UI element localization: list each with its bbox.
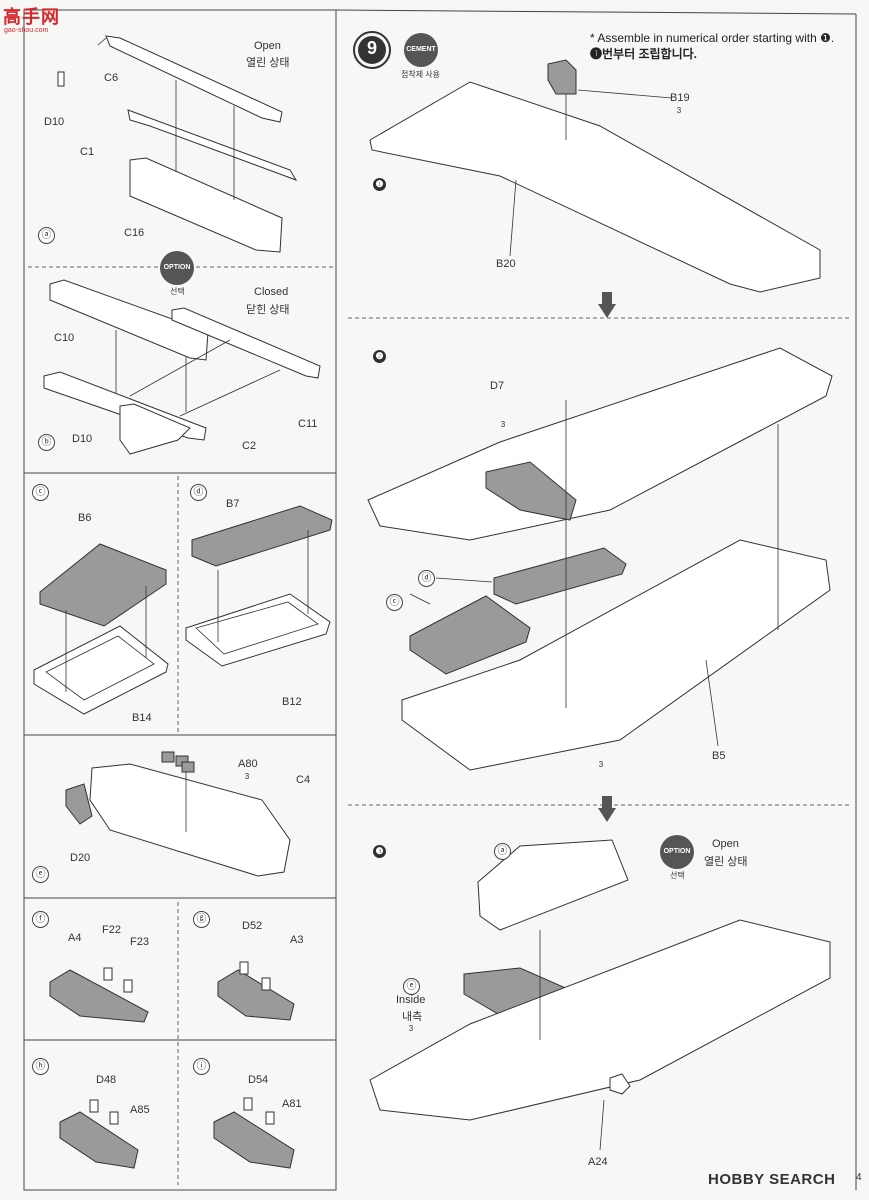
marker-d: ⓓ [418,570,435,587]
substep-3: ❸ [373,845,386,858]
part-label: D54 [248,1074,269,1086]
marker-c: ⓒ [32,484,49,501]
hobbysearch-watermark: HOBBY SEARCH [708,1171,836,1188]
marker-e: ⓔ [403,978,420,995]
triangle-marker: 3 [500,420,506,429]
option-badge: OPTION [160,251,194,285]
assembly-note: * Assemble in numerical order starting w… [590,30,860,62]
part-label: A4 [68,932,82,944]
option-caption: 선택 [670,871,685,880]
page-number: 4 [856,1172,862,1183]
part-label: B12 [282,696,302,708]
triangle-marker: 3 [676,106,682,115]
part-label: C1 [80,146,95,158]
a-state-kr: 열린 상태 [246,57,290,69]
part-label: B5 [712,750,726,762]
part-label: D10 [44,116,65,128]
part-label: B6 [78,512,92,524]
a-state-en: Open [254,40,281,52]
part-label: D20 [70,852,91,864]
part-label: A80 [238,758,258,770]
step-number: 9 [366,38,377,58]
part-label: B14 [132,712,152,724]
cement-caption: 접착제 사용 [401,70,441,79]
part-label: D7 [490,380,505,392]
triangle-marker: 3 [244,772,250,781]
part-label: B20 [496,258,516,270]
substep-2: ❷ [373,350,386,363]
marker-a: ⓐ [494,843,511,860]
s3-state-kr: 열린 상태 [704,856,748,868]
part-label: A85 [130,1104,150,1116]
inside-kr: 내측 [402,1011,423,1023]
marker-f: ⓕ [32,911,49,928]
b-state-kr: 닫힌 상태 [246,304,290,316]
part-label: C4 [296,774,311,786]
triangle-marker: 3 [408,1024,414,1033]
marker-a: ⓐ [38,227,55,244]
part-label: D52 [242,920,263,932]
cement-badge: CEMENT [404,33,438,67]
s3-state-en: Open [712,838,739,850]
marker-g: ⓖ [193,911,210,928]
part-label: B7 [226,498,240,510]
option-caption: 선택 [170,287,185,296]
step-number-badge [353,31,391,69]
option-badge: OPTION [660,835,694,869]
part-label: A24 [588,1156,608,1168]
assembly-note-en: * Assemble in numerical order starting w… [590,31,835,45]
part-label: C10 [54,332,75,344]
part-label: D10 [72,433,93,445]
marker-d: ⓓ [190,484,207,501]
part-label: C11 [298,418,318,430]
inside-en: Inside [396,994,426,1006]
marker-b: ⓑ [38,434,55,451]
b-state-en: Closed [254,286,289,298]
part-label: D48 [96,1074,117,1086]
marker-h: ⓗ [32,1058,49,1075]
part-label: C2 [242,440,257,452]
part-label: A3 [290,934,304,946]
part-label: C6 [104,72,119,84]
assembly-note-kr: ❶번부터 조립합니다. [590,47,697,61]
part-label: A81 [282,1098,302,1110]
part-label: C16 [124,227,145,239]
marker-c: ⓒ [386,594,403,611]
marker-i: ⓘ [193,1058,210,1075]
marker-e: ⓔ [32,866,49,883]
part-label: F23 [130,936,149,948]
watermark-logo: 高手网 [3,7,60,27]
part-label: B19 [670,92,690,104]
part-label: F22 [102,924,121,936]
triangle-marker: 3 [598,760,604,769]
substep-1: ❶ [373,178,386,191]
watermark-url: gao-shou.com [4,27,49,34]
